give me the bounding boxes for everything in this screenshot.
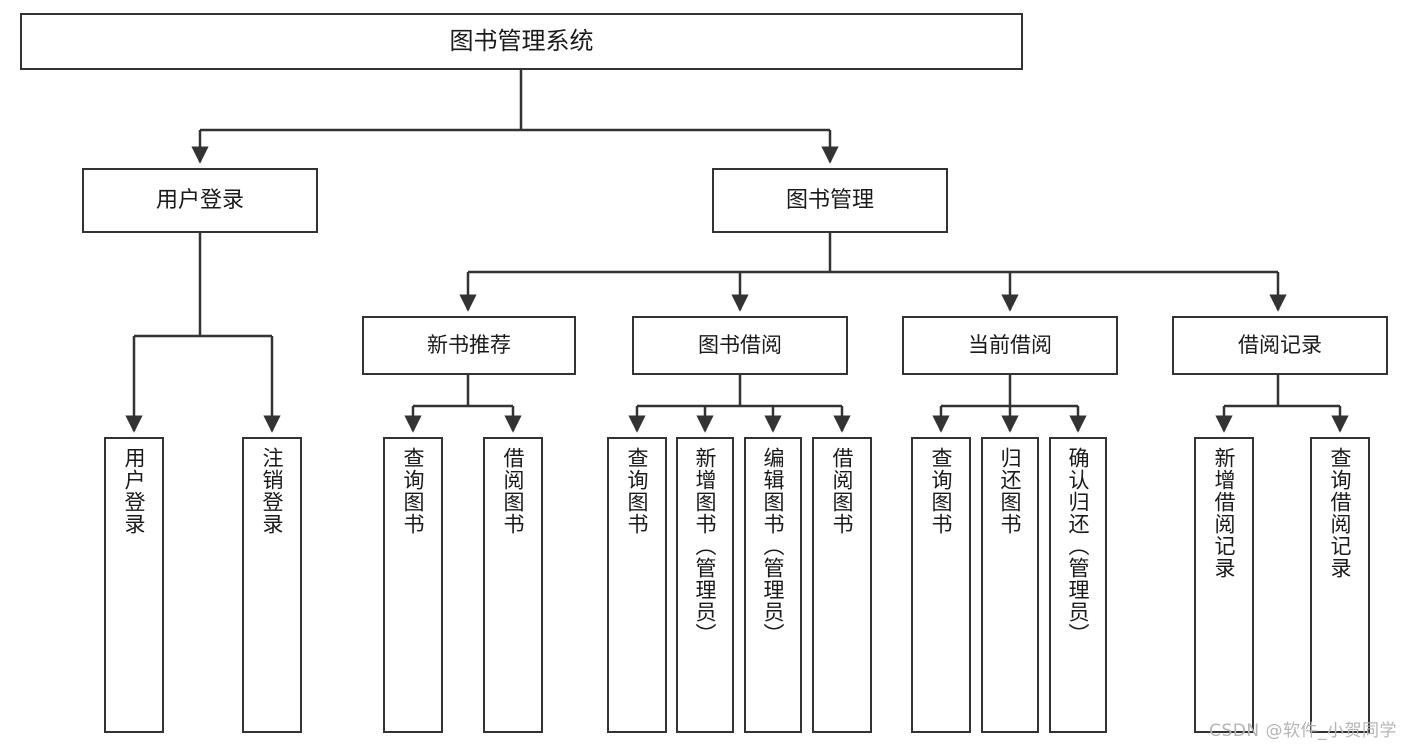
node-borrow-record-label: 借阅记录 [1238,333,1322,358]
node-leaf-add-book[interactable]: 新增图书（管理员） [676,437,734,733]
node-leaf-query-book-2-label: 查询图书 [625,447,650,535]
node-leaf-user-login[interactable]: 用户登录 [104,437,164,733]
node-leaf-confirm-return[interactable]: 确认归还（管理员） [1049,437,1107,733]
node-leaf-query-record[interactable]: 查询借阅记录 [1310,437,1370,733]
node-borrow-record[interactable]: 借阅记录 [1172,316,1388,375]
node-leaf-query-book-1-label: 查询图书 [401,447,426,535]
node-new-book-rec-label: 新书推荐 [427,333,511,358]
node-new-book-rec[interactable]: 新书推荐 [362,316,576,375]
node-leaf-borrow-book-2-label: 借阅图书 [830,447,855,535]
node-book-manage-label: 图书管理 [785,187,874,213]
node-leaf-edit-book[interactable]: 编辑图书（管理员） [744,437,802,733]
node-leaf-confirm-return-label: 确认归还（管理员） [1066,447,1091,645]
node-current-borrow-label: 当前借阅 [968,333,1052,358]
node-leaf-query-book-2[interactable]: 查询图书 [607,437,667,733]
node-root-label: 图书管理系统 [449,27,594,56]
node-leaf-add-record[interactable]: 新增借阅记录 [1194,437,1254,733]
node-leaf-borrow-book-1-label: 借阅图书 [501,447,526,535]
node-leaf-add-book-label: 新增图书（管理员） [693,447,718,645]
node-leaf-return-book-label: 归还图书 [998,447,1023,535]
node-user-login-label: 用户登录 [155,187,244,213]
node-current-borrow[interactable]: 当前借阅 [902,316,1118,375]
node-leaf-edit-book-label: 编辑图书（管理员） [761,447,786,645]
node-book-borrow-label: 图书借阅 [698,333,782,358]
node-leaf-return-book[interactable]: 归还图书 [981,437,1039,733]
csdn-watermark: CSDN @软件_小贺同学 [1209,721,1397,741]
node-leaf-logout[interactable]: 注销登录 [242,437,302,733]
node-leaf-logout-label: 注销登录 [260,447,285,535]
node-leaf-query-book-3-label: 查询图书 [929,447,954,535]
node-leaf-borrow-book-2[interactable]: 借阅图书 [812,437,872,733]
node-user-login[interactable]: 用户登录 [82,168,318,233]
node-leaf-borrow-book-1[interactable]: 借阅图书 [483,437,543,733]
node-leaf-user-login-label: 用户登录 [122,447,147,535]
node-book-manage[interactable]: 图书管理 [712,168,948,233]
node-leaf-query-book-3[interactable]: 查询图书 [911,437,971,733]
node-leaf-query-record-label: 查询借阅记录 [1328,447,1353,579]
node-book-borrow[interactable]: 图书借阅 [632,316,848,375]
node-leaf-query-book-1[interactable]: 查询图书 [383,437,443,733]
node-root[interactable]: 图书管理系统 [20,13,1023,70]
node-leaf-add-record-label: 新增借阅记录 [1212,447,1237,579]
